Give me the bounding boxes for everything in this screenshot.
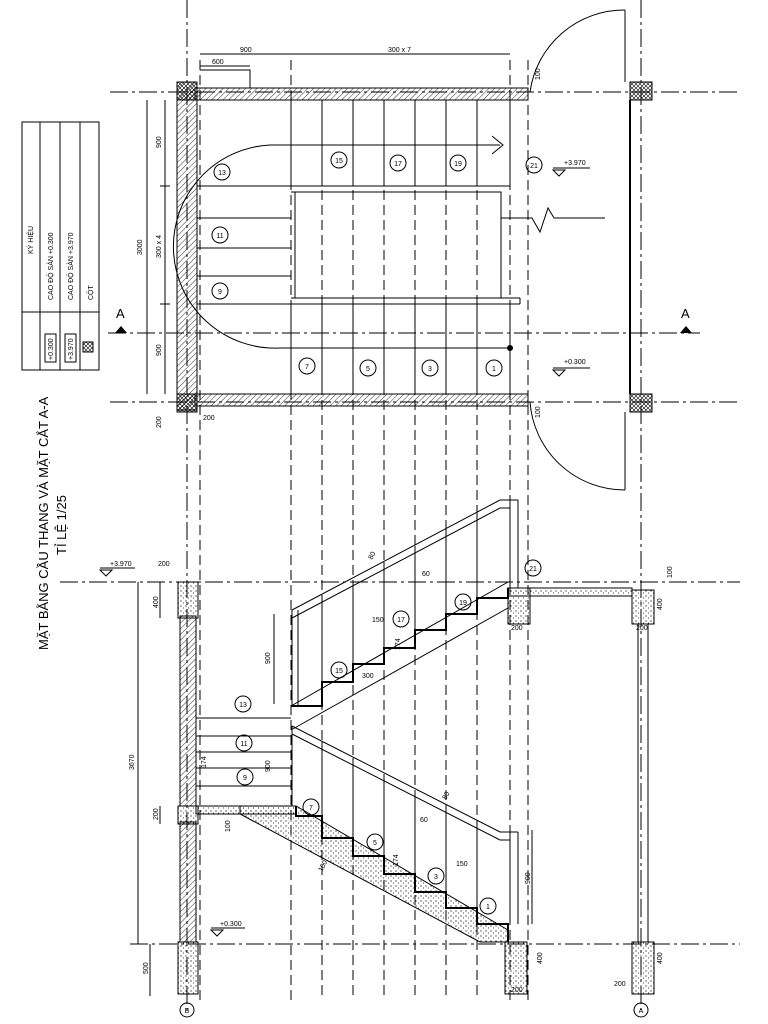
section-step-number: 9: [243, 775, 247, 782]
section-dim: 60: [422, 571, 430, 578]
section-dim: 80: [442, 791, 452, 801]
vertical-grid-lines: [186, 0, 642, 1010]
level-mark-icon: [98, 567, 135, 577]
plan-dim: 100: [535, 406, 542, 418]
section-step-number: 15: [335, 668, 343, 675]
plan-dim: 100: [535, 68, 542, 80]
plan-level: +3.970: [564, 160, 586, 167]
plan-dim: 3000: [137, 239, 144, 255]
plan-dim: 300 x 7: [388, 47, 411, 54]
plan-dim: 300 x 4: [156, 235, 163, 258]
section-dim: 200: [636, 625, 648, 632]
level-mark-icon: [551, 367, 590, 377]
legend-row-label: CAO ĐỘ SÀN +0.300: [46, 232, 55, 300]
section-dim: 900: [265, 652, 272, 664]
section-dim: 400: [153, 596, 160, 608]
section-dim: 80: [368, 551, 378, 561]
plan-step-number: 1: [492, 366, 496, 373]
section-dim: 174: [393, 854, 400, 866]
plan-dim: 900: [156, 344, 163, 356]
section-dim: 400: [537, 952, 544, 964]
drawing-scale: TỈ LỆ 1/25: [54, 495, 69, 555]
plan-step-number: 9: [218, 289, 222, 296]
section-step-number: 5: [373, 840, 377, 847]
section-dim: 150: [372, 617, 384, 624]
section-dim: 60: [420, 817, 428, 824]
section-mark: A: [681, 306, 690, 321]
legend-header: KÝ HIỆU: [26, 226, 35, 254]
section-arrow-icon: [115, 326, 127, 333]
section-step-number: 21: [529, 566, 537, 573]
plan-dim: 900: [240, 47, 252, 54]
plan-step-number: 19: [454, 161, 462, 168]
section-dim: 100: [318, 859, 330, 873]
section-dim: 500: [143, 962, 150, 974]
plan-dim: 200: [156, 416, 163, 428]
section-dim: 900: [525, 872, 532, 884]
column-symbol-icon: [82, 341, 94, 353]
plan-step-number: 7: [305, 364, 309, 371]
section-dim: 900: [265, 760, 272, 772]
level-mark-icon: [209, 927, 245, 937]
section-mark: A: [116, 306, 125, 321]
section-step-number: 3: [434, 874, 438, 881]
plan-step-number: 3: [428, 366, 432, 373]
plan-view: 13 11 9 15 17 19 21 7 5 3 1 +3.970 +0.30…: [108, 9, 700, 491]
section-arrow-icon: [680, 326, 692, 333]
section-dim: 200: [511, 625, 523, 632]
legend-symbol: +3.970: [68, 338, 75, 360]
section-dim: 200: [153, 808, 160, 820]
axis-marker: [179, 1002, 195, 1018]
plan-dim: 900: [156, 136, 163, 148]
axis-label: B: [185, 1008, 190, 1015]
section-dim: 200: [158, 561, 170, 568]
axis-label: A: [639, 1008, 644, 1015]
plan-step-number: 13: [218, 170, 226, 177]
section-step-number: 7: [309, 805, 313, 812]
plan-step-number: 11: [216, 233, 223, 240]
plan-step-number: 17: [394, 161, 402, 168]
section-dim: 174: [201, 756, 208, 768]
section-dim: 150: [456, 861, 468, 868]
section-dim: 400: [657, 952, 664, 964]
plan-level: +0.300: [564, 359, 586, 366]
plan-step-number: 21: [530, 163, 538, 170]
section-dim: 100: [667, 566, 674, 578]
legend-row-label: CỘT: [86, 285, 95, 301]
section-dim: 3670: [129, 754, 136, 770]
legend-row-label: CAO ĐỘ SÀN +3.970: [66, 232, 75, 300]
plan-dim: 600: [212, 59, 224, 66]
legend-symbol: +0.300: [48, 338, 55, 360]
section-dim: 174: [395, 638, 402, 650]
section-step-number: 17: [397, 617, 405, 624]
section-dim: 400: [657, 598, 664, 610]
axis-marker: [633, 1002, 649, 1018]
legend-table: KÝ HIỆU CAO ĐỘ SÀN +0.300 CAO ĐỘ SÀN +3.…: [21, 121, 100, 371]
plan-step-number: 5: [366, 366, 370, 373]
section-level: +0.300: [220, 921, 242, 928]
section-step-number: 13: [239, 702, 247, 709]
section-step-number: 11: [240, 741, 247, 748]
section-dim: 300: [362, 673, 374, 680]
plan-dim: 200: [203, 415, 215, 422]
section-level: +3.970: [110, 561, 132, 568]
section-dim: 200: [511, 987, 523, 994]
drawing-title: MẶT BẰNG CẦU THANG VÀ MẶT CẮT A-A: [36, 396, 51, 650]
level-mark-icon: [551, 167, 590, 177]
section-dim: 200: [614, 981, 626, 988]
section-step-number: 1: [486, 904, 490, 911]
section-view: 1 3 5 7 9 11 13 15 17 19 21 +3.970 +0.30…: [98, 499, 674, 1018]
section-dim: 100: [225, 820, 232, 832]
section-step-number: 19: [459, 600, 467, 607]
plan-step-number: 15: [335, 158, 343, 165]
